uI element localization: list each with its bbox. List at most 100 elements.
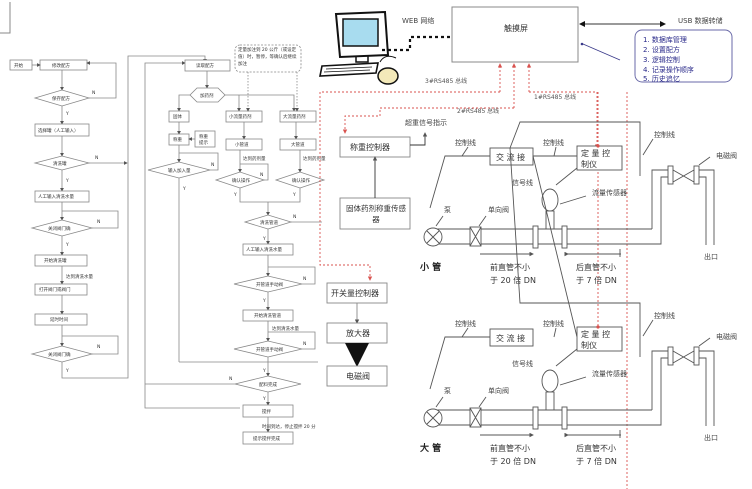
fc-start-flush-pipe-text: 开始清洗管道	[254, 312, 281, 319]
fc-close-valve-text-1: 关闭阀门确	[48, 225, 71, 232]
bus-endpoint-dot	[596, 144, 600, 148]
fc-save-recipe-text: 保存配方	[52, 95, 70, 102]
fc-yes-label: Y	[65, 368, 69, 374]
flowchart-left	[9, 55, 207, 379]
bus-endpoint-dot	[596, 325, 600, 329]
signal-line-label: 信号线	[512, 178, 533, 187]
fc-small-pipe-box	[225, 138, 263, 151]
pointer-line	[642, 319, 654, 337]
pipe-wall	[699, 176, 707, 245]
weighing-block	[339, 132, 428, 230]
pump-label: 泵	[444, 387, 451, 395]
solenoid-valve-box	[326, 365, 388, 387]
flow-sensor-stem	[545, 391, 555, 411]
pipe-flange	[532, 406, 539, 430]
fc-dosing-done-text: 配料完成	[259, 381, 277, 388]
pipe-name-label: 小 管	[419, 261, 441, 273]
pointer-line	[435, 215, 444, 227]
fc-large-pipe-box	[279, 138, 317, 151]
control-line	[429, 336, 490, 390]
quant-controller-box	[576, 326, 623, 352]
pipe-wall	[432, 176, 668, 245]
rear-pipe-label: 于 7 倍 DN	[576, 275, 617, 285]
front-pipe-label: 前直管不小	[490, 262, 530, 272]
fc-stir-note-text: 时间到达，停止搅拌 20 分	[262, 423, 316, 430]
signal-line-label: 信号线	[512, 359, 533, 368]
web-network-label: WEB 网络	[402, 16, 434, 25]
fc-yes-label: Y	[262, 396, 266, 402]
outlet-label: 出口	[704, 433, 718, 442]
rear-pipe-label: 后直管不小	[576, 443, 616, 453]
corner-bracket	[0, 2, 11, 34]
pointer-line	[698, 156, 711, 166]
flowchart-mid	[144, 44, 326, 445]
fc-yes-label: Y	[262, 368, 266, 374]
menu-item: 2. 设置配方	[643, 45, 680, 54]
fc-start-flush-text: 开始清洗罐	[44, 257, 67, 264]
fc-weigh-hint-text-1: 称重	[199, 133, 208, 140]
fc-input-amount-text: 输入加入量	[168, 167, 191, 174]
fc-small-flow-text: 小流量药剂	[229, 113, 252, 120]
fc-yes-label: Y	[262, 236, 266, 242]
fc-yes-label: Y	[182, 186, 186, 192]
fc-note-text: 定量加注到 20 公斤（或设定值）时，暂停，等确认后继续加注	[238, 48, 297, 67]
solenoid-valve-flange	[667, 165, 674, 185]
fc-no-label: N	[97, 219, 100, 225]
control-line	[532, 155, 578, 338]
solenoid-valve-flange	[667, 346, 674, 366]
pipe-wall	[699, 169, 715, 245]
quant-controller-box	[576, 145, 623, 171]
fc-no-label: N	[260, 172, 263, 178]
solid-sensor-label: 固体药剂称重传感器	[346, 204, 406, 224]
fc-read-recipe-box	[184, 59, 231, 72]
menu-pointer-dot	[580, 42, 584, 46]
solenoid-valve-label: 电磁阀	[346, 371, 370, 381]
flow-sensor-icon	[541, 369, 559, 393]
fc-read-recipe-text: 读取配方	[196, 62, 214, 69]
rear-pipe-label: 后直管不小	[576, 262, 616, 272]
check-valve-label: 单向阀	[488, 205, 509, 214]
fc-select-tank-text: 选择罐（人工输入）	[38, 127, 79, 134]
fc-small-note-text: 达到药剂量	[243, 155, 266, 162]
fc-no-label: N	[211, 162, 214, 168]
fc-flush-tank-text: 清洗罐	[53, 160, 67, 167]
fc-yes-label: Y	[233, 192, 237, 198]
front-pipe-label: 于 20 倍 DN	[490, 456, 536, 466]
fc-pipe-water-note-text: 达到清洗水量	[272, 325, 299, 332]
fc-note-text-wrap: 定量加注到 20 公斤（或设定值）时，暂停，等确认后继续加注	[238, 48, 297, 67]
fc-stir-text: 搅拌	[262, 408, 271, 415]
solenoid-valve-flange	[693, 346, 700, 366]
quant-controller-label: 定 量 控	[581, 329, 610, 339]
quant-controller-label: 制仪	[581, 159, 597, 169]
fc-small-pipe-text: 小管道	[235, 141, 249, 148]
pipe-flange	[532, 225, 539, 249]
pipe-flange	[561, 406, 568, 430]
fc-edit-recipe-text: 修改配方	[52, 62, 70, 69]
menu-pointer-line	[582, 43, 621, 61]
check-valve-label: 单向阀	[488, 386, 509, 395]
fc-open-pipe-valve-text-1: 开管道手动阀	[256, 281, 283, 288]
fc-confirm-small-text: 确认操作	[232, 177, 250, 184]
pointer-line	[553, 146, 557, 157]
overweight-signal-label: 超重信号指示	[405, 118, 447, 127]
contactor-label: 交 流 接	[496, 333, 525, 343]
fc-delay-text: 延时时间	[50, 316, 68, 323]
pointer-line	[461, 327, 469, 338]
large-pipe-system: 交 流 接定 量 控制仪控制线控制线控制线信号线流量传感器泵单向阀电磁阀出口大 …	[420, 147, 737, 466]
pointer-line	[478, 396, 487, 408]
flow-sensor-label: 流量传感器	[592, 188, 627, 197]
fc-add-type-text: 加药剂	[200, 92, 214, 99]
solenoid-valve-label: 电磁阀	[716, 151, 737, 160]
amplifier-label: 放大器	[346, 328, 370, 338]
switch-chain	[326, 282, 388, 387]
pipe-wall	[651, 350, 668, 410]
fc-note-box	[234, 44, 302, 73]
bus2-label: 2#RS485 总线	[457, 107, 499, 115]
fc-prompt-done-text: 提示搅拌完成	[253, 435, 280, 442]
fc-prompt-done-box	[242, 431, 294, 445]
rs485-buses	[319, 63, 628, 489]
solid-sensor-box	[339, 197, 411, 230]
fc-large-pipe-text: 大管道	[291, 141, 305, 148]
signal-line	[555, 167, 578, 186]
